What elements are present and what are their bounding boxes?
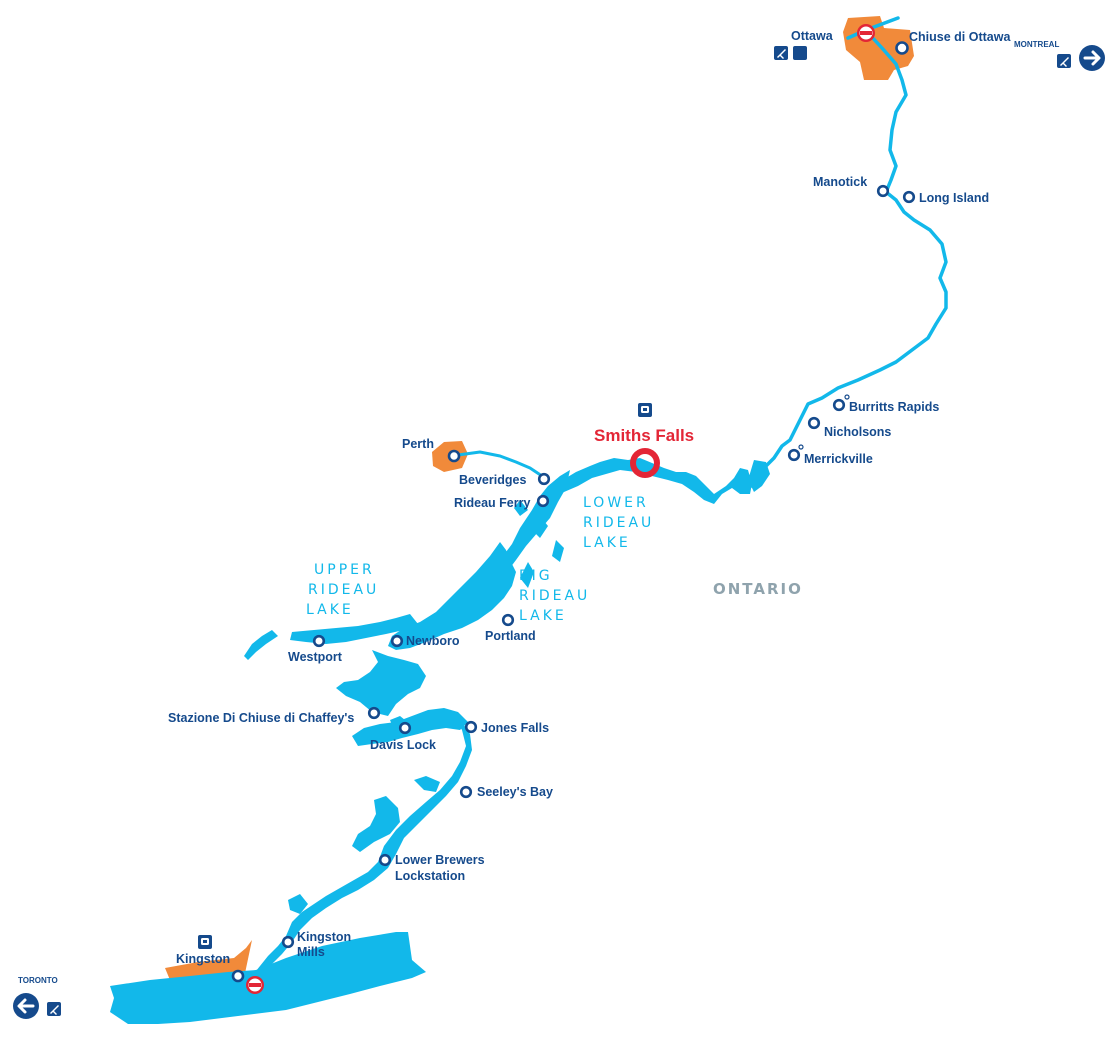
label-ottawa: Ottawa [791, 29, 834, 43]
label-westport: Westport [288, 650, 343, 664]
cataraqui-side-lake [352, 796, 400, 852]
train-station-icon [638, 403, 652, 417]
base-icon[interactable] [246, 976, 264, 994]
stop-portland[interactable] [501, 613, 515, 627]
stop-nicholsons[interactable] [807, 416, 821, 430]
lake-lower-rideau-line3: LAKE [583, 535, 631, 551]
lower-rideau-lake-islands [514, 500, 564, 562]
rideau-river-smiths-falls [548, 458, 752, 504]
label-burritts-rapids: Burritts Rapids [849, 400, 939, 414]
stop-manotick[interactable] [876, 184, 890, 198]
lake-upper-rideau-line2: RIDEAU [308, 582, 379, 598]
stop-lower-brewers[interactable] [378, 853, 392, 867]
label-kingston-mills-line1: Kingston [297, 930, 351, 944]
stop-rideau-ferry[interactable] [536, 494, 550, 508]
label-lower-brewers-line1: Lower Brewers [395, 853, 485, 867]
label-kingston: Kingston [176, 952, 230, 966]
big-rideau-lake [388, 542, 534, 650]
cataraqui-side-arm [414, 776, 440, 792]
label-davis-lock: Davis Lock [370, 738, 436, 752]
stop-jones-falls[interactable] [464, 720, 478, 734]
rideau-river-upper [750, 33, 948, 488]
lake-lower-rideau-line1: LOWER [583, 495, 649, 511]
base-icon[interactable] [857, 24, 875, 42]
stop-westport[interactable] [312, 634, 326, 648]
smiths-falls-hub-marker[interactable] [630, 448, 660, 478]
label-toronto: TORONTO [18, 976, 58, 985]
label-perth: Perth [402, 437, 434, 451]
label-kingston-mills-line2: Mills [297, 945, 325, 959]
stop-burritts-rapids-mini [844, 394, 850, 400]
newboro-lake [336, 650, 426, 716]
lake-big-rideau-line1: BIG [519, 568, 553, 584]
label-manotick: Manotick [813, 175, 867, 189]
airport-icon [47, 1002, 61, 1016]
label-beveridges: Beveridges [459, 473, 526, 487]
arrow-right-icon[interactable] [1079, 45, 1105, 71]
stop-merrickville-mini [798, 444, 804, 450]
label-chaffeys: Stazione Di Chiuse di Chaffey's [168, 711, 354, 725]
arrow-left-icon[interactable] [13, 993, 39, 1019]
westport-inlet [244, 630, 278, 660]
label-long-island: Long Island [919, 191, 989, 205]
label-montreal: MONTREAL [1014, 40, 1059, 49]
stop-kingston[interactable] [231, 969, 245, 983]
train-station-icon [198, 935, 212, 949]
label-merrickville: Merrickville [804, 452, 873, 466]
stops-layer [231, 41, 916, 983]
label-smiths-falls: Smiths Falls [594, 426, 694, 445]
stop-kingston-mills[interactable] [281, 935, 295, 949]
lake-lower-rideau-line2: RIDEAU [583, 515, 654, 531]
lake-upper-rideau-line1: UPPER [314, 562, 375, 578]
label-jones-falls: Jones Falls [481, 721, 549, 735]
cataraqui-kingston-mills-arm [288, 894, 308, 914]
label-rideau-ferry: Rideau Ferry [454, 496, 530, 510]
rideau-river-merrickville-arm [748, 460, 770, 492]
lake-upper-rideau-line3: LAKE [306, 602, 354, 618]
label-portland: Portland [485, 629, 536, 643]
label-lower-brewers-line2: Lockstation [395, 869, 465, 883]
label-newboro: Newboro [406, 634, 460, 648]
label-nicholsons: Nicholsons [824, 425, 891, 439]
label-chiuse-di-ottawa: Chiuse di Ottawa [909, 30, 1011, 44]
stop-seeleys-bay[interactable] [459, 785, 473, 799]
stop-merrickville[interactable] [787, 448, 801, 462]
lake-big-rideau-line2: RIDEAU [519, 588, 590, 604]
stop-chaffeys[interactable] [367, 706, 381, 720]
tay-canal [456, 450, 544, 478]
kingston-harbour [110, 932, 426, 1024]
airport-icon [1057, 54, 1071, 68]
stop-beveridges[interactable] [537, 472, 551, 486]
label-seeleys-bay: Seeley's Bay [477, 785, 553, 799]
lake-big-rideau-line3: LAKE [519, 608, 567, 624]
cataraqui-river [252, 718, 472, 976]
stop-perth[interactable] [447, 449, 461, 463]
airport-icon [774, 46, 788, 60]
station-square-icon [793, 46, 807, 60]
region-ontario: ONTARIO [713, 580, 803, 598]
stop-chiuse-di-ottawa[interactable] [895, 41, 909, 55]
stop-davis-lock[interactable] [398, 721, 412, 735]
stop-newboro[interactable] [390, 634, 404, 648]
stop-long-island[interactable] [902, 190, 916, 204]
stop-burritts-rapids[interactable] [832, 398, 846, 412]
